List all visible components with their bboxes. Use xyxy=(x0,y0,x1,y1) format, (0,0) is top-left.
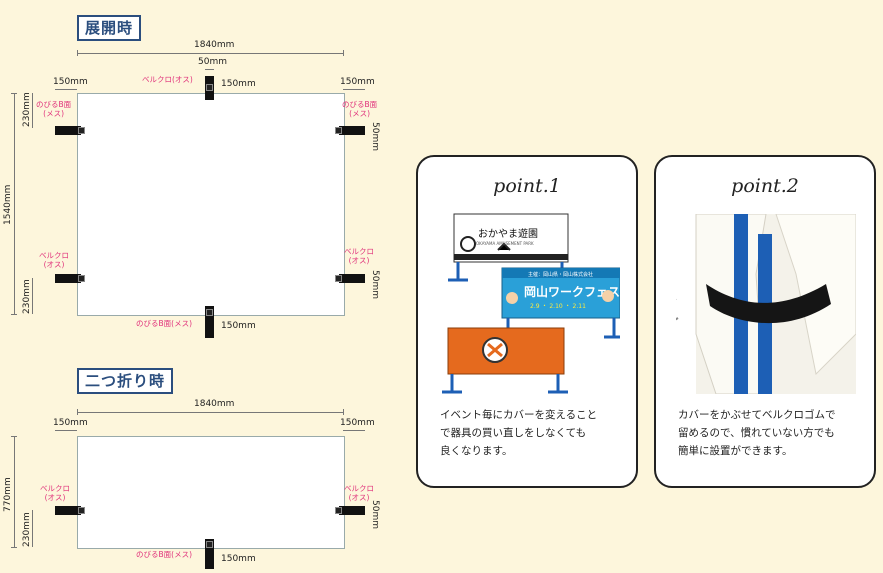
dim-tick xyxy=(11,314,17,315)
open-left-margin: 150mm xyxy=(53,77,88,87)
folded-height-label: 770mm xyxy=(3,477,13,512)
folded-right-label: ベルクロ(オス) xyxy=(344,484,374,502)
open-height-line xyxy=(14,93,15,314)
open-center-velcro-label: ベルクロ(オス) xyxy=(142,75,193,84)
open-bottom-left-height: 230mm xyxy=(22,279,32,314)
folded-bottom-center-strap xyxy=(205,539,214,569)
folded-width-line xyxy=(77,412,343,413)
dim-tick xyxy=(11,436,17,437)
folded-right-margin: 150mm xyxy=(340,418,375,428)
open-width-line xyxy=(77,53,343,54)
point2-card: point.2 カバーをかぶせてベルクロゴムで 留めるので、慣れていない方でも … xyxy=(654,155,876,488)
dim-line xyxy=(32,93,33,128)
open-bottomright-label: ベルクロ(オス) xyxy=(344,247,374,265)
dim-line xyxy=(55,89,77,90)
dim-tick xyxy=(11,547,17,548)
folded-bottom-center-dim: 150mm xyxy=(221,554,256,564)
open-bottomleft-label: ベルクロ(オス) xyxy=(39,251,69,269)
velcro-marker xyxy=(206,541,213,548)
dim-line xyxy=(32,278,33,314)
banner2-head: 主催：岡山県・岡山株式会社 xyxy=(528,271,593,278)
folded-panel xyxy=(77,436,345,549)
dim-line xyxy=(343,89,365,90)
open-panel xyxy=(77,93,345,316)
dim-line xyxy=(205,69,214,70)
open-top-center-dim: 50mm xyxy=(198,57,227,67)
open-right-bottom-dim: 50mm xyxy=(370,270,380,299)
point2-title: point.2 xyxy=(731,175,799,197)
velcro-marker xyxy=(206,84,213,91)
open-right-top-dim: 50mm xyxy=(370,122,380,151)
folded-width-label: 1840mm xyxy=(194,399,235,409)
bottom-center-strap xyxy=(205,306,214,338)
dim-tick xyxy=(77,409,78,415)
dim-tick xyxy=(77,50,78,56)
velcro-marker xyxy=(78,127,85,134)
open-topright-label: のびるB面(メス) xyxy=(342,100,378,118)
velcro-marker xyxy=(78,275,85,282)
open-width-label: 1840mm xyxy=(194,40,235,50)
banner2-title: 岡山ワークフェス xyxy=(524,284,620,299)
velcro-marker xyxy=(206,309,213,316)
dim-line xyxy=(32,510,33,547)
banner2-dates: 2.9 ・ 2.10 ・ 2.11 xyxy=(530,303,586,310)
point1-title: point.1 xyxy=(493,175,561,197)
folded-bottom-center-label: のびるB面(メス) xyxy=(136,550,192,559)
dim-tick xyxy=(343,409,344,415)
folded-right-strap xyxy=(339,506,365,515)
velcro-attach-illustration xyxy=(676,214,856,394)
open-topleft-label: のびるB面(メス) xyxy=(36,100,72,118)
folded-left-bottom-height: 230mm xyxy=(22,512,32,547)
open-top-left-height: 230mm xyxy=(22,92,32,127)
svg-text:OKAYAMA AMUSEMENT PARK: OKAYAMA AMUSEMENT PARK xyxy=(476,241,534,246)
open-center-right-dim: 150mm xyxy=(221,79,256,89)
dim-line xyxy=(55,430,77,431)
open-bottom-center-label: のびるB面(メス) xyxy=(136,319,192,328)
open-right-margin: 150mm xyxy=(340,77,375,87)
dim-tick xyxy=(11,93,17,94)
velcro-marker xyxy=(335,507,342,514)
folded-left-margin: 150mm xyxy=(53,418,88,428)
open-bottom-center-dim: 150mm xyxy=(221,321,256,331)
dim-line xyxy=(343,430,365,431)
top-right-strap xyxy=(339,126,365,135)
point2-description: カバーをかぶせてベルクロゴムで 留めるので、慣れていない方でも 簡単に設置ができ… xyxy=(678,409,836,457)
folded-left-strap xyxy=(55,506,81,515)
top-left-strap xyxy=(55,126,81,135)
velcro-marker xyxy=(78,507,85,514)
folded-right-dim: 50mm xyxy=(370,500,380,529)
velcro-marker xyxy=(335,275,342,282)
point1-description: イベント毎にカバーを変えること で器具の買い直しをしなくても 良くなります。 xyxy=(440,409,598,457)
velcro-marker xyxy=(335,127,342,134)
bottom-right-strap xyxy=(339,274,365,283)
dim-tick xyxy=(343,50,344,56)
open-height-label: 1540mm xyxy=(3,184,13,225)
point1-card: point.1 おかやま遊園 OKAYAMA AMUSEMENT PARK 主催… xyxy=(416,155,638,488)
folded-left-label: ベルクロ(オス) xyxy=(40,484,70,502)
bottom-left-strap xyxy=(55,274,81,283)
banner-stands-illustration: おかやま遊園 OKAYAMA AMUSEMENT PARK 主催：岡山県・岡山株… xyxy=(442,213,620,394)
folded-height-line xyxy=(14,436,15,547)
folded-section-title: 二つ折り時 xyxy=(77,368,174,394)
banner1-text: おかやま遊園 xyxy=(478,227,538,240)
open-section-title: 展開時 xyxy=(77,15,142,41)
